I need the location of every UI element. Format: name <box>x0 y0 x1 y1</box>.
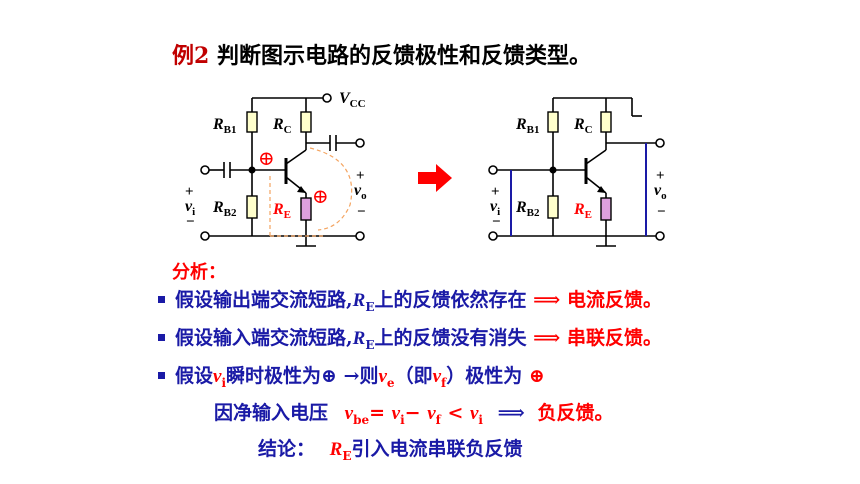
right-junction-dot <box>549 166 557 174</box>
left-vi-label: vi <box>185 198 195 218</box>
right-vo-plus: + <box>656 168 665 184</box>
right-emitter-arrow-icon <box>597 186 606 193</box>
left-vo-minus: − <box>357 204 366 220</box>
title-example-number: 例2 <box>172 43 210 69</box>
right-rb2-label: RB2 <box>515 199 540 219</box>
right-rc-label: RC <box>573 116 593 136</box>
analysis-line-1: 假设输出端交流短路,RE上的反馈依然存在 ⟹ 电流反馈。 <box>175 289 662 314</box>
bullet-3 <box>158 372 165 379</box>
left-vo-plus: + <box>356 168 365 184</box>
right-vi-plus: + <box>491 184 500 200</box>
left-circuit <box>200 93 365 247</box>
right-vi-minus: − <box>492 214 501 230</box>
left-re-resistor <box>300 197 312 221</box>
left-rc-resistor <box>300 111 312 133</box>
analysis-line-2: 假设输入端交流短路,RE上的反馈没有消失 ⟹ 串联反馈。 <box>175 327 662 352</box>
analysis-line-4: 因净输入电压 vbe= vi− vf < vi ⟹ 负反馈。 <box>214 402 614 427</box>
left-base-polarity-icon: ⊕ <box>258 146 275 170</box>
right-vi-label: vi <box>490 198 500 218</box>
left-rb2-resistor <box>246 195 258 219</box>
left-rb1-label: RB1 <box>212 116 237 136</box>
left-rc-label: RC <box>272 116 292 136</box>
bullet-1 <box>158 296 165 303</box>
left-vo-label: vo <box>354 182 367 202</box>
left-dashed-path-c <box>309 147 353 231</box>
title-text: 判断图示电路的反馈极性和反馈类型。 <box>216 43 591 69</box>
left-emitter-arrow-icon <box>297 186 306 193</box>
left-vi-minus: − <box>186 214 195 230</box>
right-rc-resistor <box>600 111 612 133</box>
left-emitter-polarity-icon: ⊕ <box>312 184 329 208</box>
right-vo-label: vo <box>654 182 667 202</box>
right-vo-minus: − <box>657 204 666 220</box>
left-junction-dot <box>248 166 256 174</box>
left-rb1-resistor <box>246 111 258 133</box>
bullet-2 <box>158 334 165 341</box>
analysis-line-3: 假设vi瞬时极性为⊕ →则ve（即vf）极性为 ⊕ <box>175 365 545 390</box>
analysis-label: 分析： <box>172 262 226 283</box>
circuit-diagrams: VCC RB1 RC RB2 RE + vi − + vo − ⊕ ⊕ <box>185 90 667 247</box>
right-re-label: RE <box>573 201 592 221</box>
conclusion-line: 结论： RE引入电流串联负反馈 <box>258 438 523 463</box>
right-rb1-resistor <box>547 111 559 133</box>
right-rb2-resistor <box>547 195 559 219</box>
left-rb2-label: RB2 <box>212 199 237 219</box>
left-vcc-label: VCC <box>339 90 366 110</box>
left-vi-plus: + <box>185 184 194 200</box>
transform-arrow-icon <box>418 164 452 192</box>
left-re-label: RE <box>272 201 291 221</box>
right-rb1-label: RB1 <box>515 116 540 136</box>
right-re-resistor <box>600 197 612 221</box>
slide-title: 例2 判断图示电路的反馈极性和反馈类型。 <box>172 38 591 70</box>
